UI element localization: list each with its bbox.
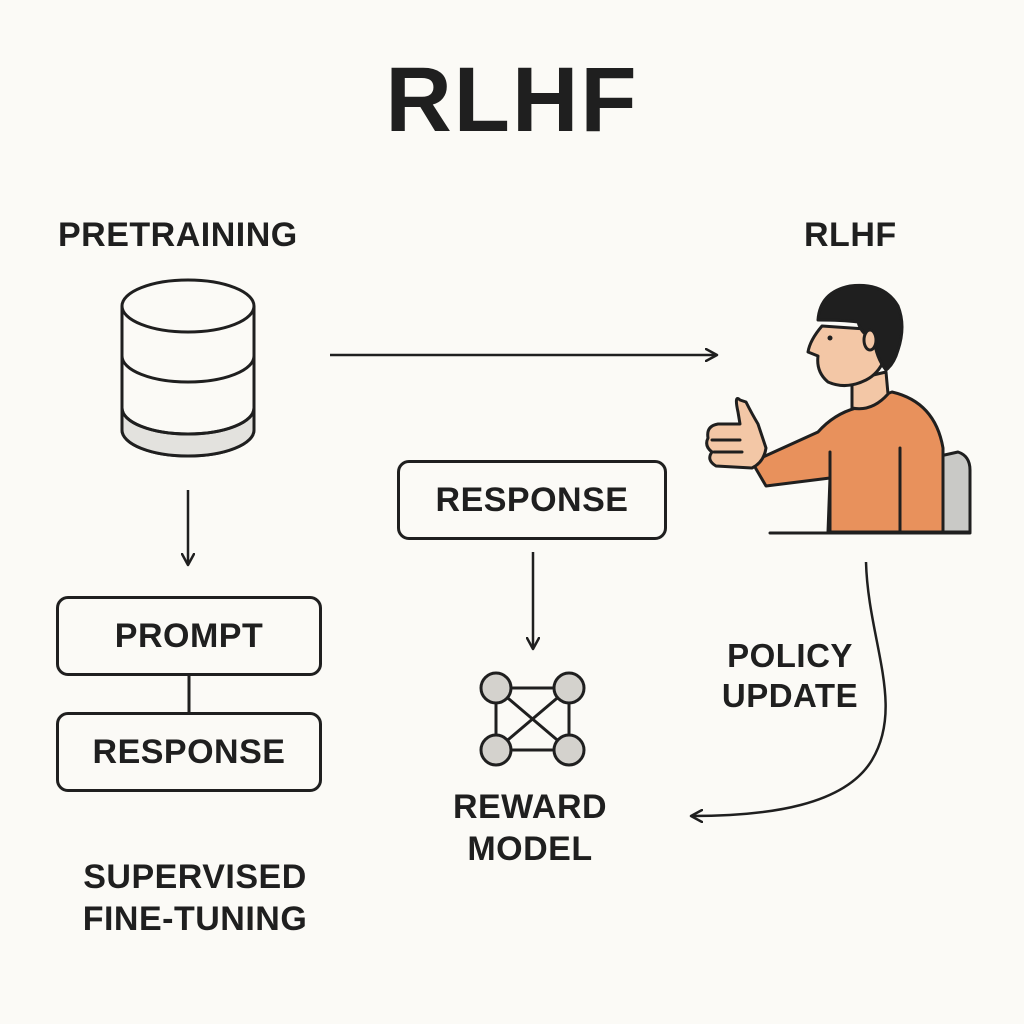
prompt-box: PROMPT bbox=[56, 596, 322, 676]
rlhf-stage-label: RLHF bbox=[804, 216, 897, 254]
sft-label-line-2: FINE-TUNING bbox=[82, 900, 308, 938]
human-feedback-thumbs-up-icon bbox=[705, 283, 972, 535]
reward-response-box: RESPONSE bbox=[397, 460, 667, 540]
network-graph-icon bbox=[479, 671, 586, 767]
policy-label-line-1: POLICY bbox=[727, 637, 853, 674]
reward-response-box-label: RESPONSE bbox=[435, 480, 629, 519]
reward-label-line-1: REWARD bbox=[452, 788, 608, 826]
reward-model-label: REWARD MODEL bbox=[420, 786, 640, 870]
policy-label-line-2: UPDATE bbox=[721, 677, 859, 714]
policy-update-label: POLICY UPDATE bbox=[690, 636, 890, 716]
supervised-fine-tuning-label: SUPERVISED FINE-TUNING bbox=[50, 856, 340, 940]
reward-label-line-2: MODEL bbox=[467, 830, 593, 868]
policy-update-arrow bbox=[692, 561, 887, 816]
database-icon bbox=[120, 278, 256, 458]
diagram-title: RLHF bbox=[385, 49, 639, 151]
sft-response-box: RESPONSE bbox=[56, 712, 322, 792]
sft-response-box-label: RESPONSE bbox=[92, 732, 286, 771]
prompt-box-label: PROMPT bbox=[114, 616, 264, 655]
sft-label-line-1: SUPERVISED bbox=[83, 858, 307, 896]
pretraining-label: PRETRAINING bbox=[58, 216, 298, 254]
